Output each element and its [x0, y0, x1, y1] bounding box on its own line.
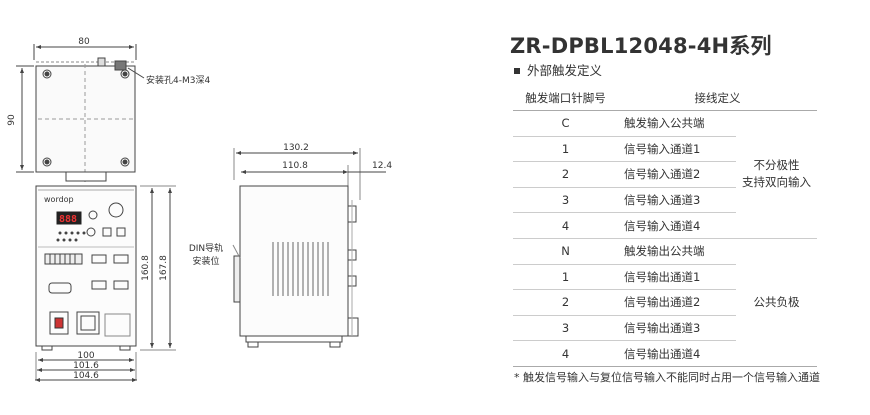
pin-definition: 触发输出公共端 — [618, 238, 736, 265]
brand-logo: wordop — [44, 195, 74, 204]
dim-front-width-2: 101.6 — [73, 361, 99, 371]
display-digits: 888 — [59, 214, 77, 225]
table-row: C 触发输入公共端 不分极性 支持双向输入 — [513, 110, 817, 239]
dim-front-width-1: 100 — [77, 351, 94, 361]
mount-hole — [120, 157, 130, 167]
terminal-block — [91, 280, 107, 290]
input-group-line2: 支持双向输入 — [742, 175, 811, 190]
bullet-square-icon — [514, 67, 520, 74]
table-row: N 触发输出公共端 公共负极 — [513, 238, 817, 367]
vent-slots — [272, 242, 329, 296]
pin-definition: 信号输出通道1 — [618, 264, 736, 291]
pin-definition: 信号输入通道3 — [618, 187, 736, 214]
pin-definition: 信号输出通道2 — [618, 289, 736, 316]
pin-definition: 信号输入通道1 — [618, 136, 736, 163]
side-view — [232, 148, 386, 348]
display-window — [56, 211, 82, 225]
pin-number: 1 — [513, 264, 618, 291]
din-label-line2: 安装位 — [192, 255, 219, 267]
terminal-block — [44, 253, 83, 265]
pin-definition: 信号输入通道2 — [618, 161, 736, 188]
section-heading: 外部触发定义 — [514, 60, 602, 79]
pin-definition: 信号输入通道4 — [618, 212, 736, 239]
dim-front-width-3: 104.6 — [73, 371, 99, 381]
spec-panel: ZR-DPBL12048-4H系列 外部触发定义 触发端口针脚号 接线定义 C … — [510, 0, 865, 415]
dim-front-height-outer: 167.8 — [159, 255, 169, 281]
pin-definition: 信号输出通道3 — [618, 315, 736, 342]
pin-definition: 信号输出通道4 — [618, 340, 736, 367]
pin-number: 4 — [513, 340, 618, 367]
power-socket — [76, 311, 100, 335]
terminal-block — [91, 254, 107, 264]
mount-hole — [42, 157, 52, 167]
table-header-pin: 触发端口针脚号 — [513, 86, 618, 111]
input-group-note: 不分极性 支持双向输入 — [736, 110, 817, 239]
mount-hole-note: 安装孔4-M3深4 — [146, 74, 210, 86]
power-switch — [49, 311, 69, 335]
table-header-row: 触发端口针脚号 接线定义 — [513, 86, 817, 111]
trigger-pin-table: 触发端口针脚号 接线定义 C 触发输入公共端 不分极性 支持双向输入 1 信号输… — [513, 86, 817, 367]
footnote: * 触发信号输入与复位信号输入不能同时占用一个信号输入通道 — [514, 371, 820, 384]
pin-number: 2 — [513, 161, 618, 188]
pin-number: N — [513, 238, 618, 265]
table-row: 1 信号输出通道1 — [513, 264, 817, 291]
pin-number: C — [513, 110, 618, 137]
table-header-definition: 接线定义 — [618, 86, 817, 111]
terminal-block — [113, 254, 129, 264]
dial-knob — [88, 210, 98, 220]
dim-side-depth-2: 110.8 — [282, 161, 308, 171]
dim-top-height: 90 — [7, 114, 17, 126]
pin-number: 3 — [513, 315, 618, 342]
pin-number: 2 — [513, 289, 618, 316]
table-row: 2 信号输入通道2 — [513, 161, 817, 188]
db-connector — [48, 282, 72, 294]
terminal-block — [113, 280, 129, 290]
table-row: 2 信号输出通道2 — [513, 289, 817, 316]
table-row: 1 信号输入通道1 — [513, 136, 817, 163]
table-row: 3 信号输入通道3 — [513, 187, 817, 214]
technical-drawing: 80 90 安装孔4-M3深4 wordop 888 160.8 167.8 1… — [7, 37, 392, 382]
pin-number: 4 — [513, 212, 618, 239]
section-heading-text: 外部触发定义 — [527, 63, 603, 78]
dim-front-height-inner: 160.8 — [141, 255, 151, 281]
page-title: ZR-DPBL12048-4H系列 — [510, 34, 772, 58]
power-knob — [108, 202, 124, 218]
front-view — [35, 185, 176, 382]
table-row: 4 信号输入通道4 — [513, 212, 817, 239]
pin-number: 3 — [513, 187, 618, 214]
mount-hole — [42, 69, 52, 79]
dim-top-width: 80 — [78, 37, 90, 47]
pin-number: 1 — [513, 136, 618, 163]
din-label-line1: DIN导轨 — [189, 242, 223, 254]
top-view — [16, 44, 145, 182]
table-row: 4 信号输出通道4 — [513, 340, 817, 367]
dim-side-offset: 12.4 — [372, 161, 392, 171]
dim-side-depth-1: 130.2 — [283, 143, 309, 153]
output-group-note: 公共负极 — [736, 238, 817, 367]
input-group-line1: 不分极性 — [753, 158, 800, 173]
pin-definition: 触发输入公共端 — [618, 110, 736, 137]
table-row: 3 信号输出通道3 — [513, 315, 817, 342]
